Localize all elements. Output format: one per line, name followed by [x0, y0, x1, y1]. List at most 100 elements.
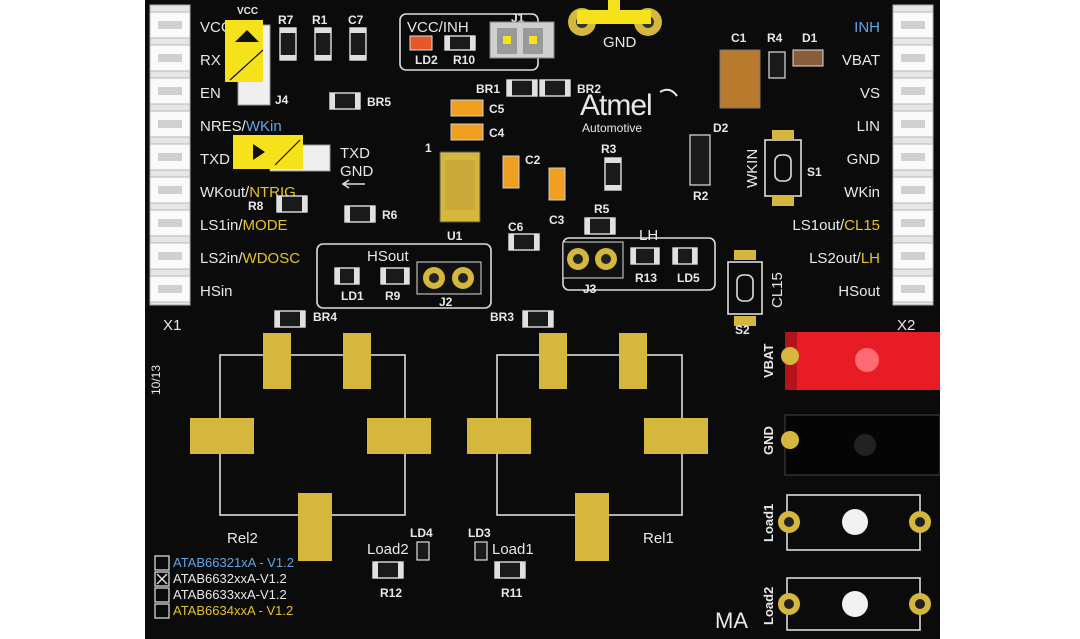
jumper-j2[interactable] — [416, 261, 482, 295]
pin-label: VBAT — [842, 52, 880, 69]
ld1-label: LD1 — [341, 289, 364, 303]
vbat-terminal-label: VBAT — [761, 344, 776, 378]
jumper-j4[interactable] — [225, 20, 271, 106]
component-label: C7 — [348, 13, 364, 27]
component-ld1 — [334, 267, 360, 285]
relay-rel2 — [190, 333, 431, 561]
x2-pin-labels: INHVBATVSLINGNDWKinLS1out/CL15LS2out/LHH… — [792, 19, 880, 300]
cl15-switch-label: CL15 — [769, 272, 786, 308]
switch-s1[interactable] — [764, 139, 802, 197]
r2-label: R2 — [693, 189, 709, 203]
variant-label: ATAB66321xA - V1.2 — [173, 555, 294, 570]
pcb-drawing: X1 VCCRXENNRES/WKinTXDWKout/NTRIGLS1in/M… — [149, 0, 940, 633]
r9-label: R9 — [385, 289, 401, 303]
pin-label: HSout — [838, 283, 881, 300]
j2-label: J2 — [439, 295, 453, 309]
component-br4 — [274, 310, 306, 328]
jumper-j1[interactable] — [489, 21, 555, 59]
component-c4: C4 — [450, 123, 505, 141]
jumper-j3[interactable] — [562, 241, 624, 279]
resistor-r4 — [768, 51, 786, 79]
component-c2: C2 — [502, 153, 541, 189]
variant-checkbox[interactable] — [154, 587, 170, 603]
gnd-top-jumper[interactable] — [568, 0, 662, 36]
rel2-label: Rel2 — [227, 530, 258, 547]
pin-one-label: 1 — [425, 141, 432, 155]
pin-label: LS1in/MODE — [200, 217, 288, 234]
component-r13 — [630, 247, 660, 265]
connector-x1: X1 — [149, 4, 191, 334]
component-ld5 — [672, 247, 698, 265]
component-label: BR2 — [577, 82, 601, 96]
x1-label: X1 — [163, 317, 181, 334]
diode-d1 — [792, 49, 824, 67]
component-label: R7 — [278, 13, 294, 27]
connector-pin — [149, 209, 191, 237]
variant-label: ATAB6633xxA-V1.2 — [173, 587, 287, 602]
automotive-label: Automotive — [582, 121, 642, 135]
r13-label: R13 — [635, 271, 657, 285]
pin-label: EN — [200, 85, 221, 102]
load2-label: Load2 — [367, 541, 409, 558]
pin-label: GND — [847, 151, 881, 168]
variant-item[interactable]: ATAB6632xxA-V1.2 — [154, 571, 287, 587]
terminal-load2[interactable] — [778, 577, 931, 631]
variant-list: ATAB66321xA - V1.2ATAB6632xxA-V1.2ATAB66… — [154, 555, 294, 619]
component-r8: R8 — [248, 195, 308, 213]
pin-label: LS2out/LH — [809, 250, 880, 267]
br4-label: BR4 — [313, 310, 337, 324]
terminal-vbat[interactable] — [781, 332, 940, 390]
br3-label: BR3 — [490, 310, 514, 324]
d1-label: D1 — [802, 31, 818, 45]
component-label: C5 — [489, 102, 505, 116]
relay-rel1 — [467, 333, 708, 561]
component-br1: BR1 — [476, 79, 538, 97]
pin-label: LIN — [857, 118, 880, 135]
component-br3 — [522, 310, 554, 328]
j4-label: J4 — [275, 93, 289, 107]
vcc-small-label: VCC — [237, 6, 258, 17]
component-r12 — [372, 561, 404, 579]
j3-label: J3 — [583, 282, 597, 296]
terminal-load1[interactable] — [778, 494, 931, 551]
led-ld3 — [474, 541, 488, 561]
component-label: C3 — [549, 213, 565, 227]
component-c7: C7 — [348, 13, 367, 61]
load2-terminal-label: Load2 — [761, 587, 776, 625]
component-label: R8 — [248, 199, 264, 213]
gnd-top-label: GND — [603, 34, 637, 51]
load1-terminal-label: Load1 — [761, 504, 776, 542]
component-ld2 — [409, 35, 433, 51]
variant-checkbox[interactable] — [154, 603, 170, 619]
led-ld4 — [416, 541, 430, 561]
terminal-gnd[interactable] — [781, 414, 940, 476]
component-br2: BR2 — [539, 79, 601, 97]
jumper-txd-gnd[interactable] — [233, 135, 331, 172]
connector-pin — [892, 176, 934, 204]
connector-pin — [892, 275, 934, 303]
r11-label: R11 — [501, 586, 523, 600]
lh-label: LH — [639, 227, 658, 244]
component-r7: R7 — [278, 13, 297, 61]
pin-label: WKin — [844, 184, 880, 201]
s2-label: S2 — [735, 323, 750, 337]
component-label: BR5 — [367, 95, 391, 109]
variant-label: ATAB6634xxA - V1.2 — [173, 603, 293, 618]
variant-item[interactable]: ATAB66321xA - V1.2 — [154, 555, 294, 571]
component-c3: C3 — [548, 167, 566, 227]
variant-item[interactable]: ATAB6633xxA-V1.2 — [154, 587, 287, 603]
connector-x2: X2 — [892, 4, 934, 334]
gnd-terminal-label: GND — [761, 426, 776, 455]
capacitor-c1 — [719, 49, 761, 109]
component-r1: R1 — [312, 13, 332, 61]
load1-label: Load1 — [492, 541, 534, 558]
ld3-label: LD3 — [468, 526, 491, 540]
variant-item[interactable]: ATAB6634xxA - V1.2 — [154, 603, 293, 619]
switch-s2[interactable] — [727, 261, 763, 315]
d2-label: D2 — [713, 121, 729, 135]
atmel-logo: Atmel — [580, 89, 652, 122]
ld2-label: LD2 — [415, 53, 438, 67]
variant-checkbox[interactable] — [154, 555, 170, 571]
component-r5: R5 — [584, 202, 616, 235]
component-c6: C6 — [508, 220, 540, 251]
